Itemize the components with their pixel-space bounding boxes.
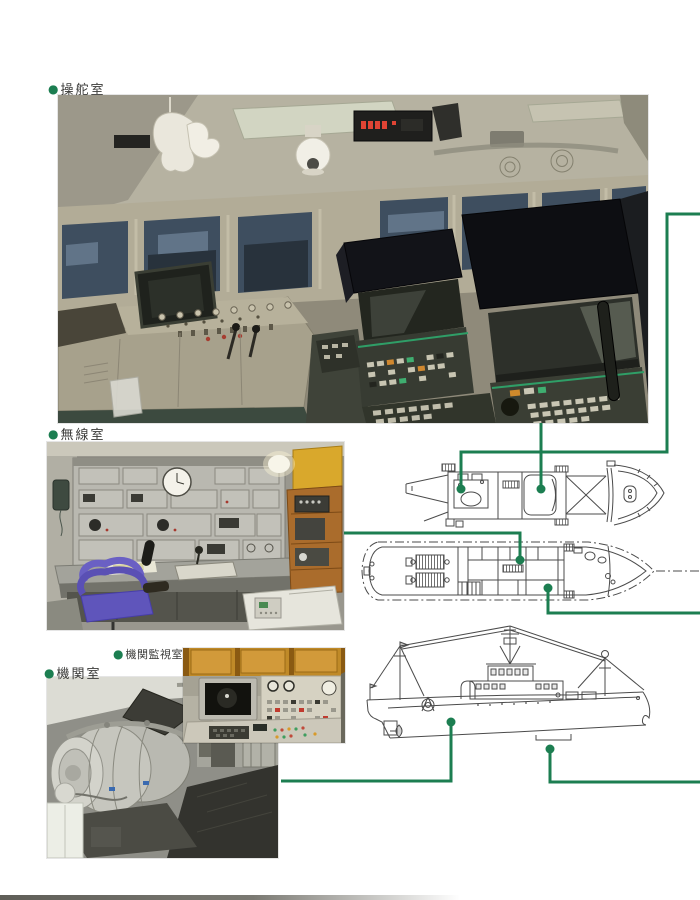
green-bullet-icon: ●: [48, 426, 59, 441]
desk-keyboard: [174, 561, 238, 581]
telegraph-key: [141, 540, 155, 566]
led-indicator-unit: [353, 103, 462, 142]
engine-control-room-photo: [183, 648, 345, 743]
crt-monitor: [198, 677, 258, 726]
label-bridge-text: 操舵室: [60, 83, 106, 98]
ship-side-profile: [358, 618, 700, 766]
bridge-deck-plan: [402, 455, 700, 550]
label-radio-text: 無線室: [60, 428, 106, 443]
label-radio: ●無線室: [48, 424, 106, 444]
wall-phone-icon: [52, 479, 70, 537]
main-deck-plan: [358, 538, 700, 618]
green-bullet-icon: ●: [113, 647, 124, 661]
label-engine-text: 機関室: [56, 667, 102, 682]
green-bullet-icon: ●: [44, 665, 55, 680]
label-engine-control-text: 機関監視室: [125, 648, 183, 661]
label-engine-control: ●機関監視室: [113, 646, 183, 662]
wall-clock-icon: [162, 467, 192, 497]
page-bottom-edge: [0, 895, 460, 900]
radio-room-photo: [47, 442, 344, 630]
dome-camera-icon: [295, 125, 331, 176]
label-engine: ●機関室: [44, 663, 102, 683]
green-bullet-icon: ●: [48, 81, 59, 96]
bridge-photo: [58, 95, 648, 423]
operator-chair: [77, 557, 170, 630]
printer-terminal: [242, 585, 343, 630]
gauge-panel: [260, 675, 342, 725]
label-bridge: ●操舵室: [48, 79, 106, 99]
